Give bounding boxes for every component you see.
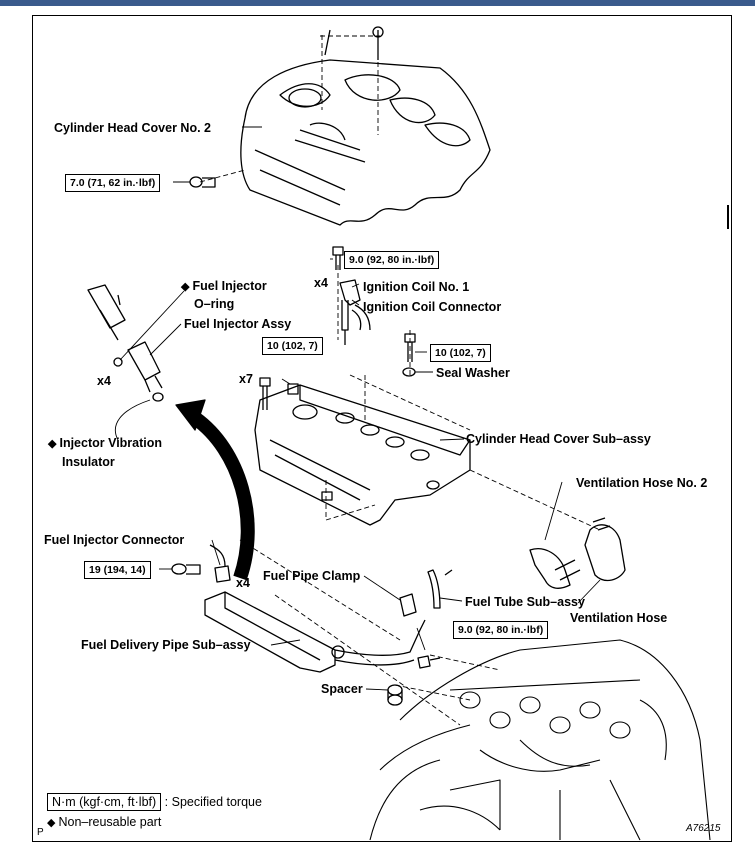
diagram-frame (32, 15, 732, 842)
ventilation-hoses-drawing (529, 517, 626, 589)
non-reusable-symbol: ◆ (48, 438, 57, 450)
qty-ignition-coil: x4 (314, 276, 328, 290)
label-fuel-delivery-pipe-sub-assy: Fuel Delivery Pipe Sub–assy (81, 638, 251, 652)
label-ignition-coil-connector: Ignition Coil Connector (363, 300, 502, 314)
label-fuel-injector: ◆Fuel Injector (181, 279, 267, 294)
label-ignition-coil-no1: Ignition Coil No. 1 (363, 280, 470, 294)
label-cylinder-head-cover-sub-assy: Cylinder Head Cover Sub–assy (466, 432, 651, 446)
label-fuel-injector-connector: Fuel Injector Connector (44, 533, 185, 547)
label-fuel-tube-sub-assy: Fuel Tube Sub–assy (465, 595, 585, 609)
label-o-ring: O–ring (194, 297, 235, 311)
install-arrow (190, 412, 255, 581)
qty-connector: x4 (236, 576, 250, 590)
label-fuel-injector-assy: Fuel Injector Assy (184, 317, 292, 331)
fuel-delivery-pipe-drawing (204, 591, 426, 673)
legend-unit-desc: : Specified torque (164, 795, 262, 809)
window-top-bar (0, 0, 755, 6)
spacer-drawing (387, 684, 403, 706)
torque-seal-bolt: 10 (102, 7) (430, 344, 491, 362)
non-reusable-symbol: ◆ (47, 817, 56, 829)
label-injector-vibration-text: Injector Vibration (59, 436, 163, 450)
label-ventilation-hose-no2: Ventilation Hose No. 2 (576, 476, 708, 490)
fuel-pipe-clamp-drawing (399, 593, 417, 617)
torque-delivery-pipe: 19 (194, 14) (84, 561, 151, 579)
fuel-tube-drawing (427, 569, 453, 609)
legend-unit-box: N·m (kgf·cm, ft·lbf) (47, 793, 162, 811)
engine-drawing (369, 639, 711, 841)
page-letter: P (37, 827, 44, 838)
cylinder-head-cover-sub-assy-drawing (254, 384, 471, 526)
fuel-tube-bolt (417, 655, 441, 669)
ignition-coil-drawing (339, 279, 371, 345)
legend-non-reusable: ◆Non–reusable part (47, 815, 161, 830)
fuel-injector-drawing (87, 284, 164, 402)
legend-non-reusable-text: Non–reusable part (58, 815, 162, 829)
figure-id: A76215 (686, 823, 721, 834)
cylinder-head-cover-no2-drawing (240, 26, 491, 226)
qty-cover-bolts: x7 (239, 372, 253, 386)
label-insulator: Insulator (62, 455, 115, 469)
label-seal-washer: Seal Washer (436, 366, 510, 380)
margin-mark (727, 205, 729, 229)
non-reusable-symbol: ◆ (181, 281, 190, 293)
label-injector-vibration-insulator: ◆Injector Vibration (48, 436, 162, 451)
qty-injector: x4 (97, 374, 111, 388)
label-cylinder-head-cover-no2: Cylinder Head Cover No. 2 (54, 121, 211, 135)
bolt-cover-no2 (189, 176, 216, 188)
legend-torque: N·m (kgf·cm, ft·lbf) : Specified torque (47, 793, 262, 811)
label-fuel-injector-text: Fuel Injector (192, 279, 267, 293)
torque-cover-no2: 7.0 (71, 62 in.·lbf) (65, 174, 161, 192)
ignition-coil-bolt (332, 246, 344, 270)
label-ventilation-hose: Ventilation Hose (570, 611, 668, 625)
fuel-injector-connector-drawing (209, 544, 231, 583)
torque-cover-bolts: 10 (102, 7) (262, 337, 323, 355)
torque-ignition-coil: 9.0 (92, 80 in.·lbf) (344, 251, 440, 269)
label-fuel-pipe-clamp: Fuel Pipe Clamp (263, 569, 361, 583)
torque-fuel-tube: 9.0 (92, 80 in.·lbf) (453, 621, 549, 639)
delivery-pipe-bolt (171, 563, 201, 575)
label-spacer: Spacer (321, 682, 363, 696)
